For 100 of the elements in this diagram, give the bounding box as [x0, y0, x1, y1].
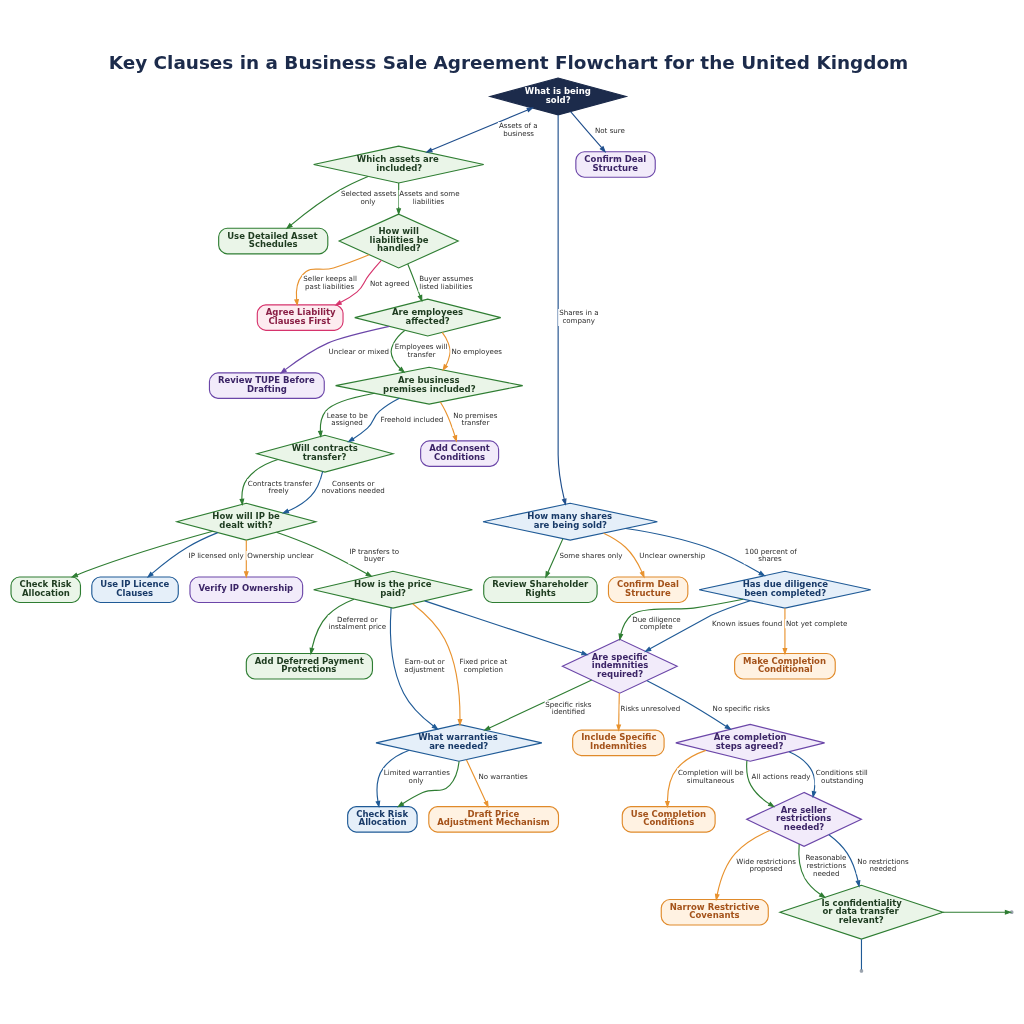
arrow [644, 600, 751, 653]
edge-label: Unclear ownership [639, 550, 706, 560]
node-box: Check Risk Allocation [347, 806, 418, 833]
arrow [625, 527, 766, 577]
node-diamond: How will IP be dealt with? [174, 502, 318, 541]
edge-label: Contracts transfer freely [247, 478, 313, 496]
node-diamond: How will liabilities be handled? [337, 213, 460, 269]
arrow [146, 532, 219, 579]
arrow [570, 111, 607, 153]
node-diamond: Are employees affected? [354, 298, 502, 337]
edge-label: Wide restrictions proposed [736, 856, 796, 874]
arrow [281, 471, 324, 514]
node-box: Draft Price Adjustment Mechanism [428, 806, 560, 833]
edge-label: Employees will transfer [394, 342, 448, 360]
arrow [334, 259, 382, 306]
arrow [557, 114, 567, 506]
edge-label: Consents or novations needed [321, 478, 385, 496]
arrow [616, 692, 622, 732]
edge-label: Not agreed [369, 278, 410, 288]
edge-label: No employees [451, 346, 502, 356]
node-box: Use Detailed Asset Schedules [218, 227, 329, 255]
arrow [828, 834, 861, 888]
arrow [425, 107, 534, 153]
node-box: Confirm Deal Structure [575, 151, 656, 178]
edge-label: IP transfers to buyer [349, 546, 400, 564]
edge-label: Freehold included [380, 414, 444, 424]
arrow [424, 600, 589, 656]
edge-label: Seller keeps all past liabilities [303, 274, 357, 292]
arrow [545, 538, 564, 579]
arrow [309, 598, 355, 656]
edge-label: Unclear or mixed [328, 346, 390, 356]
arrow [746, 760, 776, 808]
arrow [412, 603, 463, 727]
arrow [396, 182, 402, 216]
arrow [618, 598, 744, 641]
arrow [407, 263, 423, 303]
edge-label: Completion will be simultaneous [677, 767, 744, 785]
node-box: Include Specific Indemnities [572, 729, 665, 757]
arrow [664, 749, 707, 809]
edge-label: Limited warranties only [383, 767, 450, 785]
node-box: Verify IP Ownership [189, 576, 304, 604]
edge-label: Deferred or instalment price [328, 614, 387, 632]
arrow [275, 531, 373, 578]
edge-label: Fixed price at completion [459, 657, 508, 674]
node-box: Confirm Deal Structure [607, 576, 689, 604]
arrow [714, 829, 771, 902]
node-diamond: Are specific indemnities required? [561, 638, 679, 694]
diagram-title: Key Clauses in a Business Sale Agreement Flowchart for the United Kingdom [108, 51, 909, 73]
connector [860, 938, 863, 971]
arrow [294, 254, 370, 307]
node-box: Add Consent Conditions [420, 440, 500, 467]
edge-label: No specific risks [712, 703, 770, 713]
arrow [397, 760, 460, 808]
edge-label: IP licensed only [188, 550, 244, 560]
edge-label: Known issues found [711, 618, 783, 628]
node-box: Add Deferred Payment Protections [245, 652, 374, 680]
arrow [390, 329, 406, 374]
edge-label: Selected assets only [340, 189, 397, 207]
edge-label: Risks unresolved [620, 703, 681, 713]
edge-label: Not sure [594, 125, 625, 135]
node-box: Narrow Restrictive Covenants [660, 898, 769, 926]
edge-label: Specific risks identified [545, 699, 592, 717]
edge-label: Ownership unclear [247, 550, 314, 560]
node-box: Make Completion Conditional [734, 652, 836, 680]
node-diamond: How many shares are being sold? [482, 502, 658, 541]
arrow [239, 458, 279, 506]
node-box: Review Shareholder Rights [483, 576, 598, 604]
arrow [317, 392, 376, 438]
node-box: Review TUPE Before Drafting [208, 372, 325, 399]
edge-label: Due diligence complete [632, 614, 681, 632]
arrow [375, 749, 410, 809]
arrow [465, 759, 489, 809]
arrow [285, 175, 369, 230]
node-box: Use Completion Conditions [621, 806, 716, 833]
arrow [603, 532, 645, 579]
arrow [441, 331, 451, 372]
arrow [942, 909, 1013, 915]
edge-label: All actions ready [751, 771, 811, 781]
node-diamond: Is confidentiality or data transfer relevant? [778, 884, 945, 940]
edge-label: No restrictions needed [857, 856, 909, 874]
edge-label: Some shares only [559, 550, 623, 560]
node-box: Use IP Licence Clauses [91, 576, 179, 604]
edge-label: Earn-out or adjustment [404, 657, 445, 674]
arrow [389, 607, 439, 731]
edge-label: Not yet complete [785, 618, 848, 628]
edge-label: Shares in a company [559, 308, 599, 326]
edge-label: Lease to be assigned [326, 410, 368, 428]
arrow [782, 607, 788, 656]
node-box: Check Risk Allocation [10, 576, 82, 604]
arrow [646, 680, 732, 730]
edge-label: 100 percent of shares [744, 546, 797, 564]
arrow [439, 401, 458, 443]
arrow [347, 397, 400, 443]
node-box: Agree Liability Clauses First [256, 304, 344, 331]
arrow [798, 843, 827, 899]
edge-label: Assets and some liabilities [399, 189, 460, 207]
arrow [70, 530, 214, 578]
arrow [788, 751, 817, 799]
edge-label: No premises transfer [453, 410, 498, 428]
edge-label: Conditions still outstanding [815, 767, 868, 785]
